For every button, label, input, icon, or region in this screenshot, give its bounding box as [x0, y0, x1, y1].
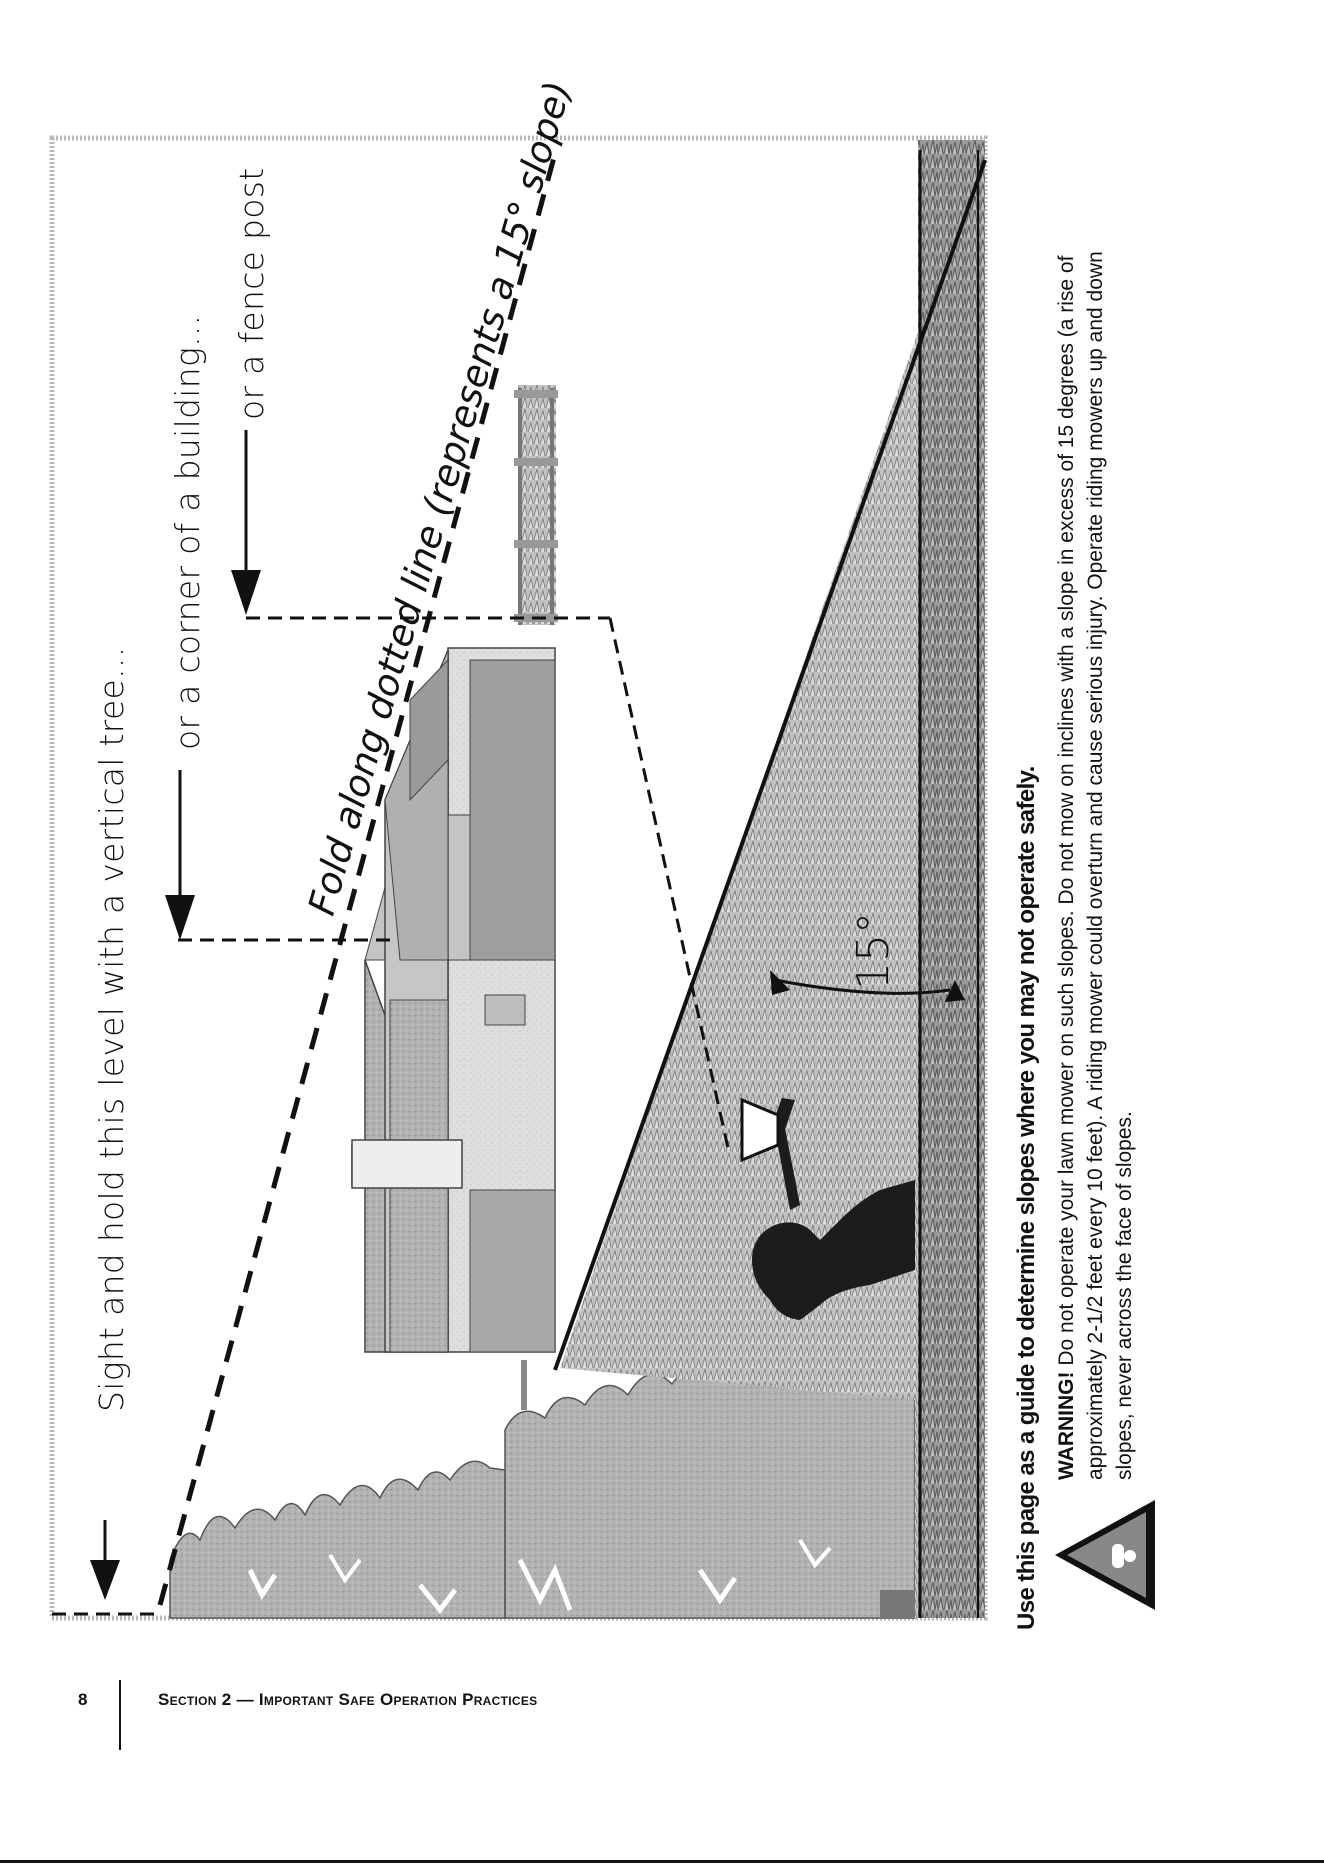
arrow-tree — [90, 1520, 120, 1600]
person-silhouette — [740, 1097, 915, 1320]
grass-strip — [918, 140, 985, 1618]
house-illustration — [351, 647, 556, 1410]
section-title: Section 2 — Important Safe Operation Pra… — [158, 1690, 538, 1709]
label-tree: Sight and hold this level with a vertica… — [92, 646, 131, 1412]
footer-divider — [119, 1680, 121, 1750]
page-bottom-rule — [0, 1860, 1324, 1863]
slope-line — [553, 159, 987, 1371]
guide-heading: Use this page as a guide to determine sl… — [1013, 766, 1040, 1630]
warning-text: Do not operate your lawn mower on such s… — [1055, 251, 1136, 1480]
arrow-building — [165, 770, 195, 940]
arrow-fence — [231, 430, 261, 615]
label-fence: or a fence post — [232, 167, 271, 421]
warning-paragraph: WARNING! Do not operate your lawn mower … — [1052, 250, 1152, 1480]
page-number: 8 — [78, 1690, 88, 1709]
label-building: or a corner of a building... — [168, 314, 207, 750]
tree-illustration — [169, 1362, 920, 1619]
label-angle: 15° — [848, 912, 899, 990]
fence-illustration — [514, 385, 558, 625]
angle-arc — [770, 970, 965, 1002]
warning-triangle-icon — [1055, 1500, 1155, 1610]
warning-label: WARNING! — [1055, 1371, 1078, 1481]
